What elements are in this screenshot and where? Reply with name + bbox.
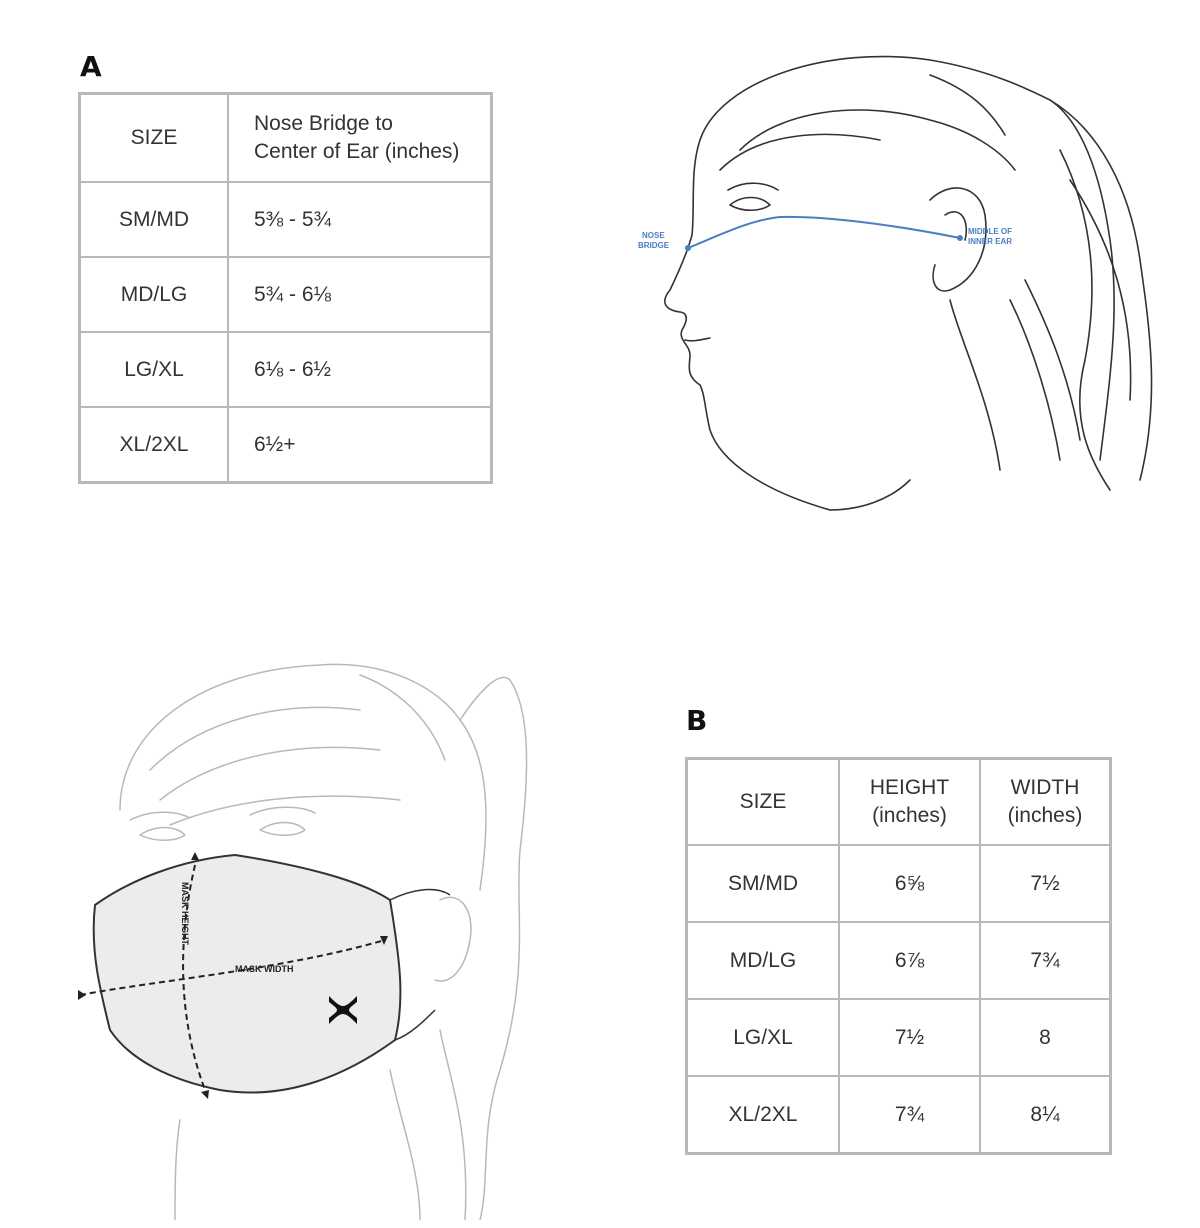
measurement-cell: 6⅛ - 6½: [227, 331, 493, 408]
width-header-line1: WIDTH: [1010, 776, 1080, 799]
nose-to-ear-size-table: SIZE Nose Bridge to Center of Ear (inche…: [78, 92, 493, 484]
mask-width-line: [79, 939, 386, 996]
width-cell: 7¾: [979, 921, 1112, 1000]
width-header-line2: (inches): [1007, 804, 1083, 827]
table-row: LG/XL 6⅛ - 6½: [78, 331, 493, 408]
size-cell: LG/XL: [78, 331, 229, 408]
height-header-line2: (inches): [872, 804, 947, 827]
size-cell: XL/2XL: [78, 406, 229, 484]
table-row: SM/MD 5⅜ - 5¾: [78, 181, 493, 258]
size-cell: LG/XL: [685, 998, 840, 1077]
face-profile-illustration: NOSE BRIDGE MIDDLE OF INNER EAR: [638, 55, 1153, 511]
height-cell: 6⅞: [838, 921, 981, 1000]
width-cell: 8¼: [979, 1075, 1112, 1155]
nose-bridge-label-2: BRIDGE: [638, 241, 670, 250]
measurement-cell: 5¾ - 6⅛: [227, 256, 493, 333]
table-header-row: SIZE Nose Bridge to Center of Ear (inche…: [78, 92, 493, 183]
height-cell: 6⅝: [838, 844, 981, 923]
table-row: XL/2XL 6½+: [78, 406, 493, 484]
nose-to-ear-line: [687, 215, 961, 249]
brand-logo-icon: [329, 996, 357, 1024]
size-cell: SM/MD: [685, 844, 840, 923]
measurement-cell: 6½+: [227, 406, 493, 484]
table-row: MD/LG 6⅞ 7¾: [685, 921, 1112, 1000]
size-cell: MD/LG: [78, 256, 229, 333]
measurement-header-line2: Center of Ear (inches): [254, 140, 460, 163]
height-header-line1: HEIGHT: [869, 776, 950, 799]
table-header-row: SIZE HEIGHT (inches) WIDTH (inches): [685, 757, 1112, 846]
size-cell: SM/MD: [78, 181, 229, 258]
table-row: SM/MD 6⅝ 7½: [685, 844, 1112, 923]
height-header: HEIGHT (inches): [838, 757, 981, 846]
table-row: LG/XL 7½ 8: [685, 998, 1112, 1077]
measurement-header-line1: Nose Bridge to: [254, 112, 393, 135]
size-cell: MD/LG: [685, 921, 840, 1000]
mask-height-label: MASK HEIGHT: [180, 882, 190, 946]
mask-width-label: MASK WIDTH: [235, 964, 294, 974]
height-cell: 7½: [838, 998, 981, 1077]
nose-bridge-label-1: NOSE: [642, 231, 665, 240]
size-cell: XL/2XL: [685, 1075, 840, 1155]
measurement-header: Nose Bridge to Center of Ear (inches): [227, 92, 493, 183]
section-b-label: B: [686, 704, 708, 737]
table-row: XL/2XL 7¾ 8¼: [685, 1075, 1112, 1155]
width-cell: 7½: [979, 844, 1112, 923]
width-cell: 8: [979, 998, 1112, 1077]
masked-face-illustration: MASK WIDTH MASK HEIGHT: [78, 663, 528, 1220]
size-header: SIZE: [78, 92, 229, 183]
measurement-cell: 5⅜ - 5¾: [227, 181, 493, 258]
inner-ear-label-2: INNER EAR: [968, 237, 1012, 246]
size-header: SIZE: [685, 757, 840, 846]
mask-dimensions-table: SIZE HEIGHT (inches) WIDTH (inches) SM/M…: [685, 757, 1112, 1155]
width-header: WIDTH (inches): [979, 757, 1112, 846]
mask-height-line: [182, 864, 206, 1091]
inner-ear-marker: [957, 235, 963, 241]
section-a-label: A: [80, 50, 102, 83]
inner-ear-label-1: MIDDLE OF: [968, 227, 1012, 236]
table-row: MD/LG 5¾ - 6⅛: [78, 256, 493, 333]
height-cell: 7¾: [838, 1075, 981, 1155]
